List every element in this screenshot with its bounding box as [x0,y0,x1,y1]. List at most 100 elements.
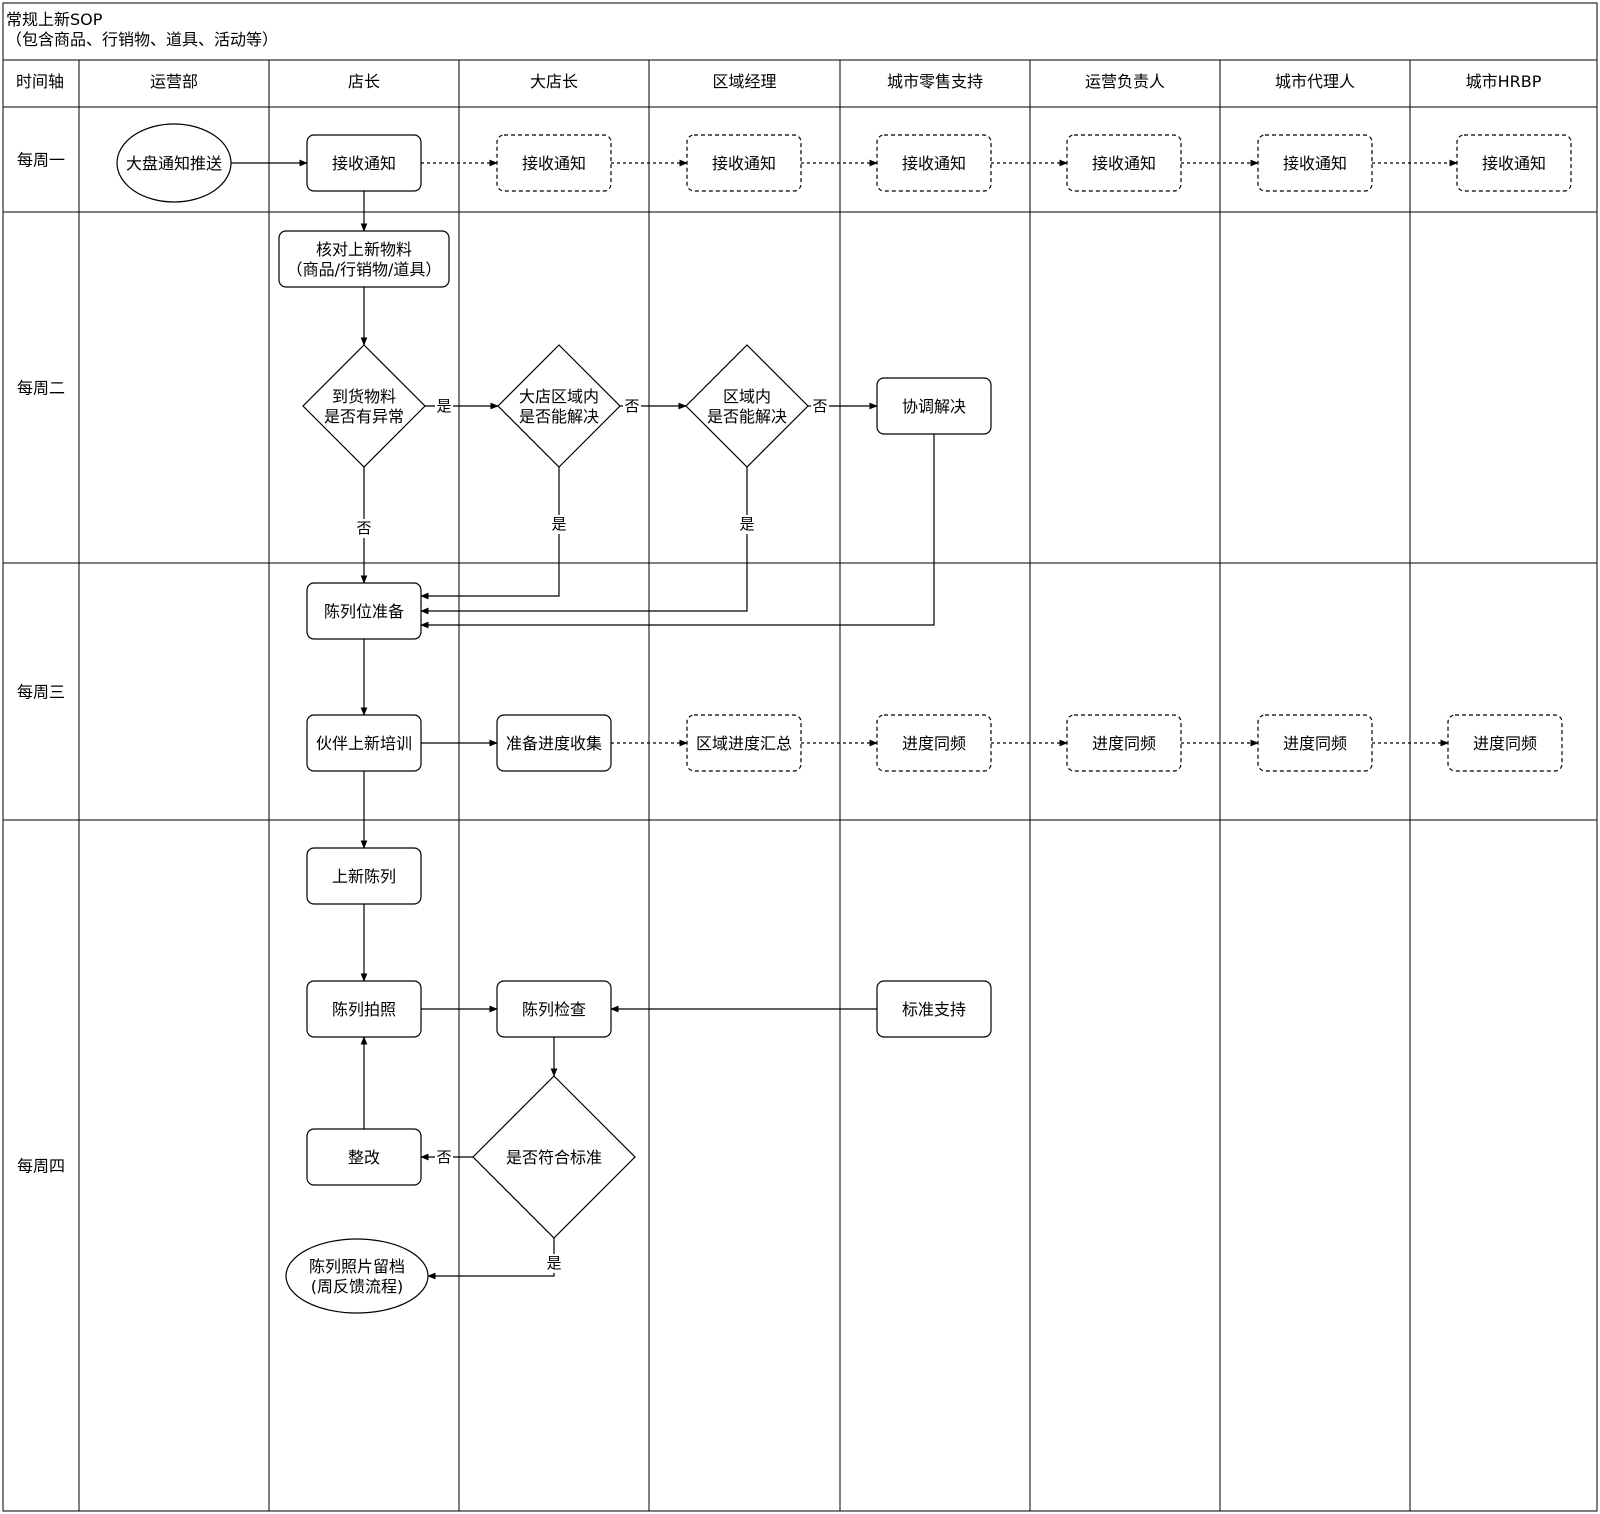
edge-label-text: 否 [436,1148,451,1166]
node-inspect: 陈列检查 [496,980,612,1038]
node-label: 核对上新物料 [316,240,412,259]
edge-label-text: 否 [812,397,827,415]
node-recv-crs: 接收通知 [876,134,992,192]
lane-headers: 运营部店长大店长区域经理城市零售支持运营负责人城市代理人城市HRBP [150,72,1542,91]
node-recv-hr: 接收通知 [1456,134,1572,192]
lane-header: 城市零售支持 [887,72,983,91]
diagram-subtitle: （包含商品、行销物、道具、活动等） [6,30,278,49]
lane-header: 城市代理人 [1275,72,1355,91]
process-box [306,1128,422,1186]
node-push: 大盘通知推送 [116,123,232,203]
process-box [278,230,450,288]
decision-diamond [302,344,426,468]
node-label: 接收通知 [902,154,966,173]
node-label: 是否有异常 [324,407,404,426]
node-label: 到货物料 [332,387,396,406]
process-box [306,980,422,1038]
row-label: 每周一 [17,151,65,170]
node-prep: 陈列位准备 [306,582,422,640]
process-box [686,714,802,772]
edge-label-bg [435,1148,453,1167]
edge-label-text: 是 [551,515,566,533]
edge-label-text: 是 [436,397,451,415]
node-label: 大盘通知推送 [126,154,222,173]
process-box [1257,134,1373,192]
node-label: 上新陈列 [332,867,396,886]
node-label: 接收通知 [1092,154,1156,173]
process-box [1456,134,1572,192]
edge-label-bg [355,519,373,538]
edge-label-text: 是 [739,515,754,533]
process-box [496,980,612,1038]
edge-label-yes: 是 [545,1254,563,1273]
lane-header: 店长 [348,72,380,91]
edge-bsm-yes [420,467,560,600]
node-label: 进度同频 [1473,734,1537,753]
node-label: 区域内 [723,387,771,406]
node-label: 陈列位准备 [324,602,404,621]
node-archive: 陈列照片留档(周反馈流程) [285,1238,429,1314]
node-photo: 陈列拍照 [306,980,422,1038]
lane-header: 运营部 [150,72,198,91]
process-box [1257,714,1373,772]
node-sync-crs: 进度同频 [876,714,992,772]
node-label: 进度同频 [1283,734,1347,753]
terminal-ellipse [285,1238,429,1314]
edge-label-text: 否 [356,519,371,537]
process-box [686,134,802,192]
node-sync-ca: 进度同频 [1257,714,1373,772]
process-box [1447,714,1563,772]
node-label: 接收通知 [522,154,586,173]
lane-header: 区域经理 [712,72,776,91]
process-box [496,134,612,192]
node-check: 核对上新物料（商品/行销物/道具） [278,230,450,288]
node-label: 协调解决 [902,397,966,416]
row-label: 每周四 [17,1157,65,1176]
node-recv-oh: 接收通知 [1066,134,1182,192]
node-label: 接收通知 [712,154,776,173]
edge-label-bg [435,397,453,416]
node-label: 是否符合标准 [506,1148,602,1167]
edge-label-no: 否 [355,519,373,538]
node-d-std: 是否符合标准 [472,1075,636,1239]
process-box [306,847,422,905]
node-label: （商品/行销物/道具） [287,260,442,279]
decision-diamond [497,344,621,468]
node-label: 是否能解决 [707,407,787,426]
node-label: 整改 [348,1148,380,1167]
process-box [1066,134,1182,192]
terminal-ellipse [116,123,232,203]
process-box [876,134,992,192]
edge-label-bg [545,1254,563,1273]
edge-labels: 是否否否是是否是 [355,397,829,1273]
edge-label-no: 否 [811,397,829,416]
decision-diamond [685,344,809,468]
node-label: 标准支持 [902,1000,966,1019]
edge-label-bg [738,515,756,534]
process-box [1066,714,1182,772]
edge-label-bg [623,397,641,416]
lane-header: 大店长 [530,72,578,91]
process-box [306,714,422,772]
process-box [496,714,612,772]
node-display: 上新陈列 [306,847,422,905]
node-fix: 整改 [306,1128,422,1186]
node-recv-bsm: 接收通知 [496,134,612,192]
node-label: 陈列照片留档 [309,1257,405,1276]
edge-label-bg [550,515,568,534]
nodes: 大盘通知推送接收通知接收通知接收通知接收通知接收通知接收通知接收通知核对上新物料… [116,123,1572,1314]
node-label: 接收通知 [1283,154,1347,173]
process-box [306,134,422,192]
edge-coord-to-prep [420,434,935,629]
lane-header: 运营负责人 [1085,72,1165,91]
header-axis: 时间轴 [16,72,64,91]
node-label: 区域进度汇总 [696,734,792,753]
edge-area-yes [420,467,748,615]
node-label: 陈列检查 [522,1000,586,1019]
edge-label-yes: 是 [550,515,568,534]
